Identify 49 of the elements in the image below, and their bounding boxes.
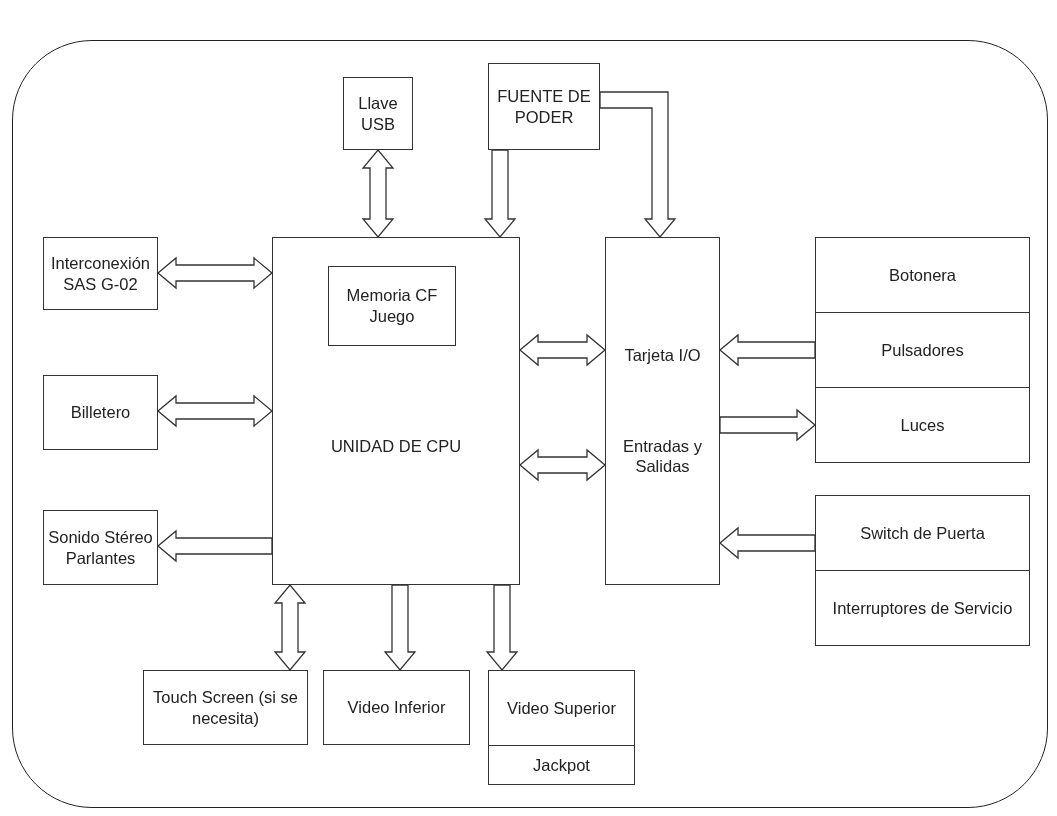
block-label: Switch de Puerta xyxy=(859,522,986,544)
block-label: Llave USB xyxy=(357,92,399,135)
block-label: Memoria CF Juego xyxy=(345,285,439,327)
block-box xyxy=(815,237,1030,313)
block-label: Billetero xyxy=(69,402,132,423)
block-box xyxy=(815,312,1030,388)
block-label: UNIDAD DE CPU xyxy=(329,435,463,457)
block-box xyxy=(815,570,1030,646)
double-block-arrow xyxy=(273,584,307,671)
block-label: Interconexión SAS G-02 xyxy=(49,252,152,295)
block-box xyxy=(488,63,600,150)
block-box xyxy=(143,670,308,745)
block-box xyxy=(43,237,158,310)
double-block-arrow xyxy=(361,149,395,238)
block-box xyxy=(488,670,635,746)
block-label: Sonido Stéreo Parlantes xyxy=(47,526,154,569)
block-label: Entradas y Salidas xyxy=(622,435,703,477)
block-box xyxy=(605,237,720,585)
block-arrow xyxy=(383,584,417,671)
block-label: Video Inferior xyxy=(346,697,447,718)
block-arrow xyxy=(483,149,517,238)
block-arrow xyxy=(719,333,816,367)
block-label: Tarjeta I/O xyxy=(623,345,702,366)
block-label: FUENTE DE PODER xyxy=(496,85,592,128)
block-arrow xyxy=(599,91,677,238)
double-block-arrow xyxy=(157,394,273,428)
double-block-arrow xyxy=(519,333,606,367)
block-label: Interruptores de Servicio xyxy=(831,597,1014,619)
block-box xyxy=(815,387,1030,463)
block-arrow xyxy=(719,526,816,560)
block-box xyxy=(323,670,470,745)
block-box xyxy=(343,77,413,150)
block-label: Pulsadores xyxy=(880,339,965,361)
block-arrow xyxy=(719,408,816,442)
block-label: Luces xyxy=(899,414,946,436)
double-block-arrow xyxy=(519,448,606,482)
double-block-arrow xyxy=(157,256,273,290)
block-label: Video Superior xyxy=(506,697,617,719)
block-label: Botonera xyxy=(888,264,957,286)
block-box xyxy=(328,266,456,346)
block-arrow xyxy=(157,529,273,563)
block-label: Touch Screen (si se necesita) xyxy=(152,686,299,729)
block-box xyxy=(488,745,635,785)
block-box xyxy=(43,375,158,450)
block-box xyxy=(272,237,520,585)
block-label: Jackpot xyxy=(532,754,591,776)
block-arrow xyxy=(485,584,519,671)
block-box xyxy=(815,495,1030,571)
block-box xyxy=(43,510,158,585)
